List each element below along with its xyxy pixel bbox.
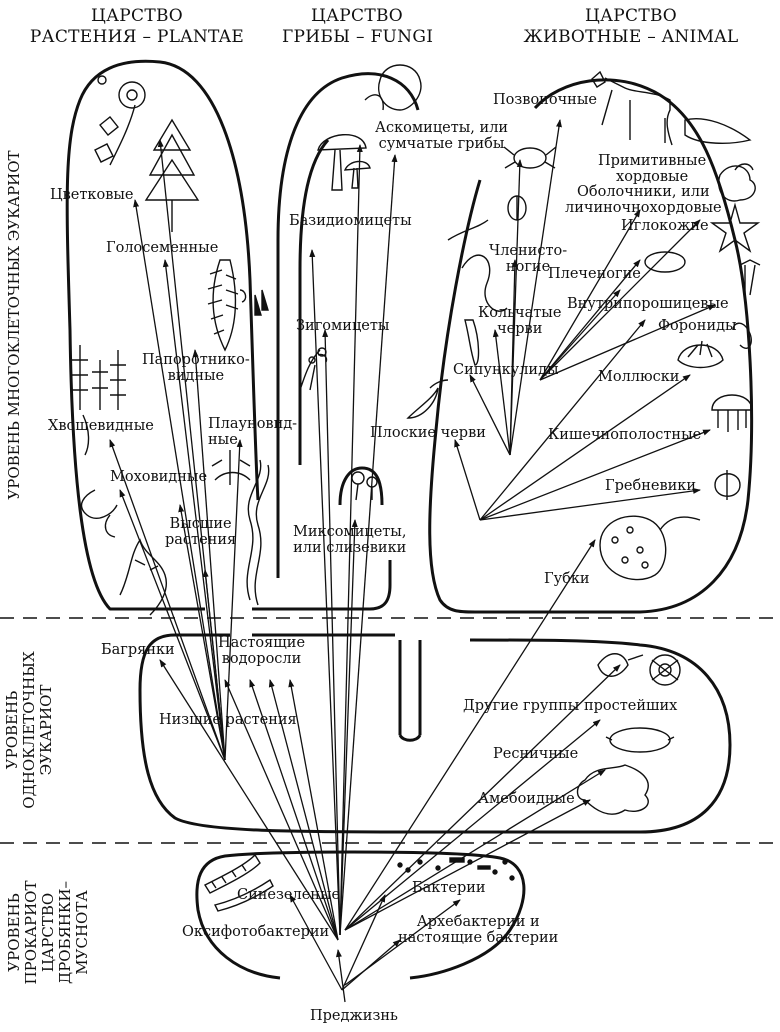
label-other-protists: Другие группы простейших	[463, 698, 678, 714]
label-sponges: Губки	[544, 571, 590, 587]
flatworm-drawing	[406, 387, 439, 419]
label-ctenophores: Гребневики	[605, 478, 696, 494]
zygomycete-drawing	[299, 347, 328, 391]
organism-drawings	[72, 64, 761, 912]
label-bacteria: Бактерии	[412, 880, 486, 896]
plantae-outline	[65, 59, 260, 611]
sipunculid-drawing	[464, 319, 480, 366]
label-brachiopods: Плеченогие	[548, 266, 641, 282]
fern-drawing	[207, 259, 247, 352]
label-root-prelife: Преджизнь	[310, 1008, 398, 1024]
moss-drawing	[80, 414, 118, 538]
label-flatworms: Плоские черви	[370, 425, 486, 441]
shell-drawing	[677, 340, 724, 369]
tree-drawing	[144, 118, 200, 232]
paramecium-drawing	[609, 727, 671, 753]
label-red-algae: Багрянки	[101, 642, 175, 658]
fungi-inner	[298, 138, 330, 465]
clubmoss-drawing	[211, 289, 269, 485]
sponge-drawing	[599, 515, 667, 581]
label-lower-plants: Низшие растения	[159, 712, 297, 728]
label-basidiomycetes: Базидиомицеты	[289, 213, 412, 229]
label-flowering: Цветковые	[50, 187, 134, 203]
label-amoeboids: Амебоидные	[478, 791, 575, 807]
cyanobacteria-drawing	[203, 853, 274, 912]
brachiopod-drawing	[644, 251, 686, 273]
label-vertebrates: Позвоночные	[493, 92, 597, 108]
label-zygomycetes: Зигомицеты	[296, 318, 390, 334]
bacteria-drawing	[397, 857, 515, 881]
label-arthropods: Членисто-ногие	[489, 243, 568, 275]
label-ciliates: Ресничные	[493, 746, 579, 762]
prokaryote-outline	[195, 850, 526, 980]
red-algae-drawing	[119, 538, 167, 616]
tunicate-drawing	[718, 163, 756, 202]
worm-drawing	[447, 219, 508, 312]
label-myxomycetes: Миксомицеты,или слизевики	[293, 524, 407, 556]
label-coelenterates: Кишечнополостные	[548, 427, 702, 443]
label-phoronids: Форониды	[658, 318, 737, 334]
level-separators	[0, 617, 780, 844]
label-cyanobacteria: Синезеленые	[237, 887, 341, 903]
label-club-mosses: Плауновид-ные	[208, 416, 298, 448]
horsetail-drawing	[72, 345, 126, 410]
fungi-outline	[276, 72, 420, 578]
flower-drawing	[94, 75, 146, 166]
label-ferns: Папоротнико-видные	[142, 352, 250, 384]
ctenophore-drawing	[714, 470, 741, 500]
tree-branches	[109, 119, 716, 1003]
mushroom-drawing	[317, 64, 422, 191]
horse-drawing	[591, 70, 752, 146]
level-multicellular-label: УРОВЕНЬ МНОГОКЛЕТОЧНЫХ ЭУКАРИОТ	[5, 150, 23, 500]
label-molluscs: Моллюски	[598, 369, 680, 385]
phoronid-drawing	[732, 322, 752, 349]
label-echinoderms: Иглокожие	[621, 218, 709, 234]
flatworm2-drawing	[429, 379, 449, 389]
kingdom-outlines	[65, 59, 754, 980]
label-mosses: Моховидные	[110, 469, 208, 485]
entoproct-drawing	[739, 259, 761, 296]
jellyfish-drawing	[711, 394, 753, 432]
label-entoprocts: Внутрипорошицевые	[567, 296, 729, 312]
label-oxyphotobacteria: Оксифотобактерии	[182, 924, 330, 940]
myxomycete-cap	[338, 466, 384, 506]
myxomycete-drawing	[351, 471, 378, 501]
protist-drawings	[576, 653, 681, 815]
label-gymnosperms: Голосеменные	[106, 240, 219, 256]
seaweed-drawing	[246, 459, 270, 606]
label-horsetails: Хвощевидные	[48, 418, 154, 434]
animal-outline	[428, 78, 754, 614]
label-sipunculids: Сипункулиды	[453, 362, 559, 378]
unicellular-outline	[398, 640, 422, 742]
amoeba-drawing	[576, 764, 649, 815]
crab-drawing	[503, 146, 557, 169]
beetle-drawing	[507, 195, 527, 221]
starfish-drawing	[709, 202, 761, 253]
